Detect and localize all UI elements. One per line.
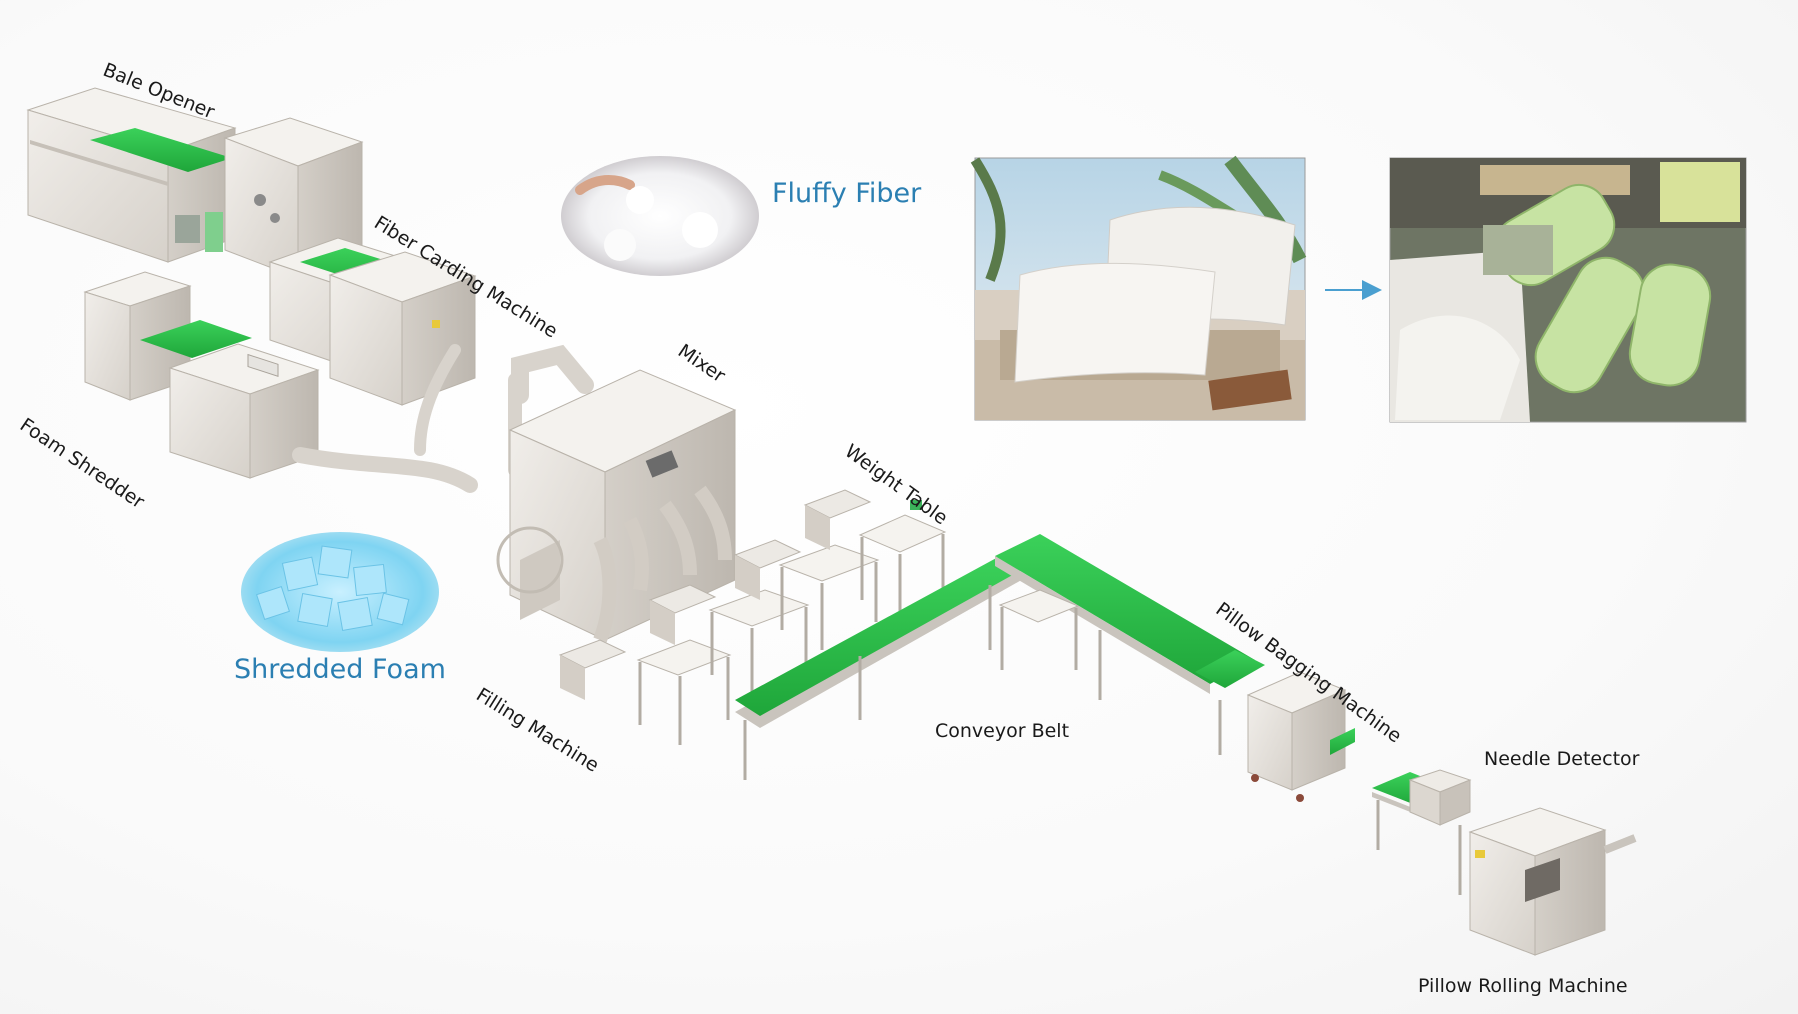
bale-opener-machine: [26, 87, 364, 279]
pillows-photo: [970, 155, 1307, 421]
conveyor-belt-label: Conveyor Belt: [935, 720, 1070, 742]
fluffy-fiber-label: Fluffy Fiber: [772, 178, 922, 209]
needle-detector-machine: [1372, 769, 1472, 895]
shredded-foam-image: [241, 532, 439, 652]
filling-unit: [558, 639, 732, 745]
fiber-carding-machine: [268, 237, 477, 406]
pillow-bagging-machine: [1246, 671, 1355, 802]
fluffy-fiber-image: [561, 156, 759, 276]
mixer-machine: [496, 369, 737, 643]
filling-unit: [803, 489, 872, 550]
pillow-rolling-machine: [1468, 807, 1637, 956]
filling-unit: [733, 539, 880, 650]
packaged-pillows-photo: [1389, 157, 1747, 423]
pillow-rolling-machine-label: Pillow Rolling Machine: [1418, 975, 1628, 997]
conveyor-belt: [735, 534, 1265, 780]
weight-table: [858, 500, 947, 620]
shredded-foam-label: Shredded Foam: [234, 654, 446, 685]
needle-detector-label: Needle Detector: [1484, 748, 1640, 770]
foam-shredder-machine: [83, 271, 320, 479]
filling-machines: [558, 489, 880, 745]
